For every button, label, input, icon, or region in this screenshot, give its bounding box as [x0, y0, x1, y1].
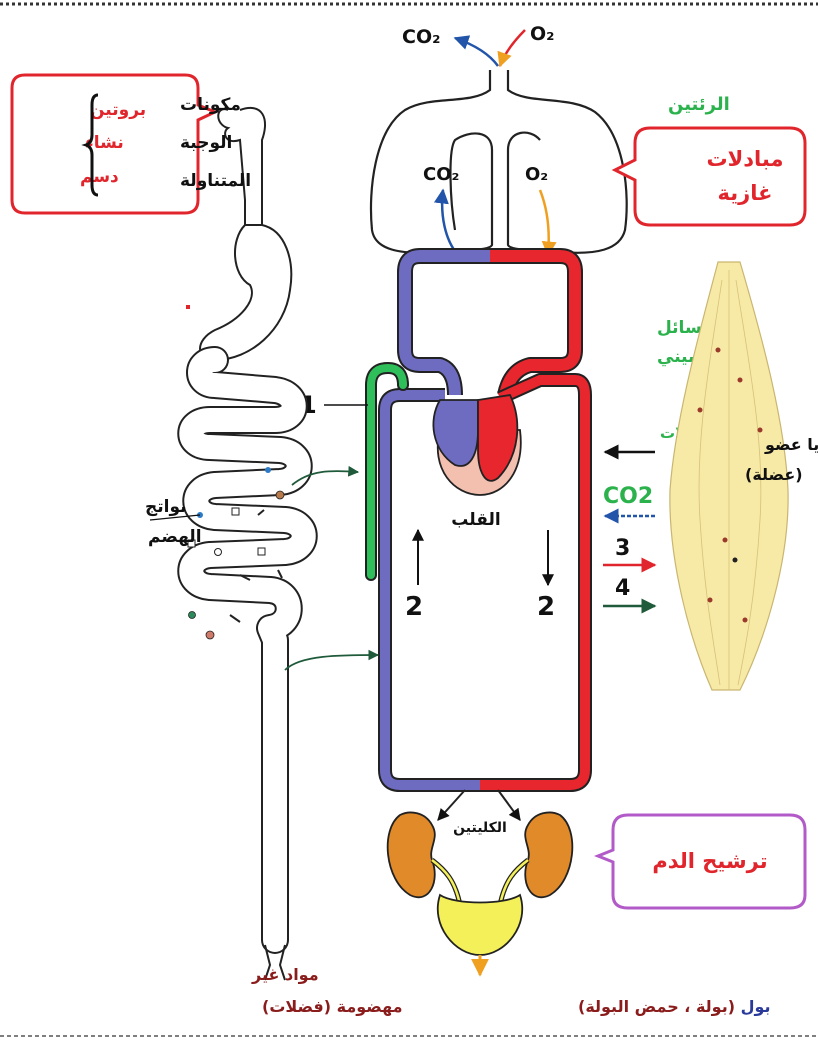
- urine-detail: (بولة ، حمض البولة): [578, 997, 741, 1016]
- interstitial-line2: بيني: [657, 347, 694, 367]
- interstitial-line1: سائل: [657, 318, 702, 338]
- food-item-protein: بروتين: [90, 100, 146, 120]
- heart: [433, 395, 520, 495]
- gas-exchange-line1: مبادلات: [707, 147, 784, 171]
- food-label-3: المتناولة: [180, 171, 251, 191]
- red-dot: [186, 305, 190, 309]
- gas-exchange-line2: غازية: [718, 181, 773, 205]
- food-label-2: الوجبة: [180, 133, 232, 153]
- pulmonary-artery: [405, 256, 490, 395]
- top-co2-label: CO₂: [402, 26, 440, 48]
- kidney-left-arrow: [438, 790, 465, 820]
- lungs: [371, 70, 627, 253]
- top-o2-label: O₂: [530, 23, 554, 45]
- blood-filtering-label: ترشيح الدم: [652, 849, 767, 873]
- o2-in-arrow: [500, 30, 525, 66]
- kidneys-label: الكليتين: [453, 820, 507, 836]
- urine-word: بول: [741, 997, 771, 1016]
- absorption-to-blood-arrow: [285, 655, 378, 670]
- gas-exchange-callout: مبادلات غازية: [615, 128, 805, 225]
- urine-label: بول (بولة ، حمض البولة): [578, 997, 771, 1016]
- co2-label: CO2: [603, 484, 653, 509]
- heart-label: القلب: [451, 510, 500, 530]
- co2-out-arrow: [455, 38, 498, 66]
- digestion-products-line1: نواتج: [145, 497, 187, 517]
- undigested-line1: مواد غير: [251, 965, 319, 984]
- kidney-right-arrow: [498, 790, 520, 820]
- organ-cells-line1: خلايا عضو: [764, 435, 818, 454]
- lungs-label: الرئتين: [668, 94, 730, 115]
- digestion-products-line2: الهضم: [148, 527, 202, 547]
- blood-filtering-callout: ترشيح الدم: [598, 815, 805, 908]
- digestive-tract: [188, 108, 304, 980]
- bladder: [438, 895, 523, 975]
- food-item-fat: دسم: [80, 167, 119, 187]
- organ-cells-line2: (عضلة): [745, 465, 803, 484]
- label-3: 3: [615, 536, 630, 561]
- label-2-left: 2: [405, 592, 423, 622]
- label-4: 4: [615, 576, 630, 601]
- food-components-callout: بروتين نشاء دسم مكونات الوجبة المتناولة: [12, 75, 251, 213]
- inner-o2-label: O₂: [525, 164, 548, 185]
- undigested-line2: مهضومة (فضلات): [262, 997, 403, 1016]
- label-2-right: 2: [537, 592, 555, 622]
- food-label-1: مكونات: [180, 95, 241, 115]
- inner-co2-label: CO₂: [423, 164, 459, 185]
